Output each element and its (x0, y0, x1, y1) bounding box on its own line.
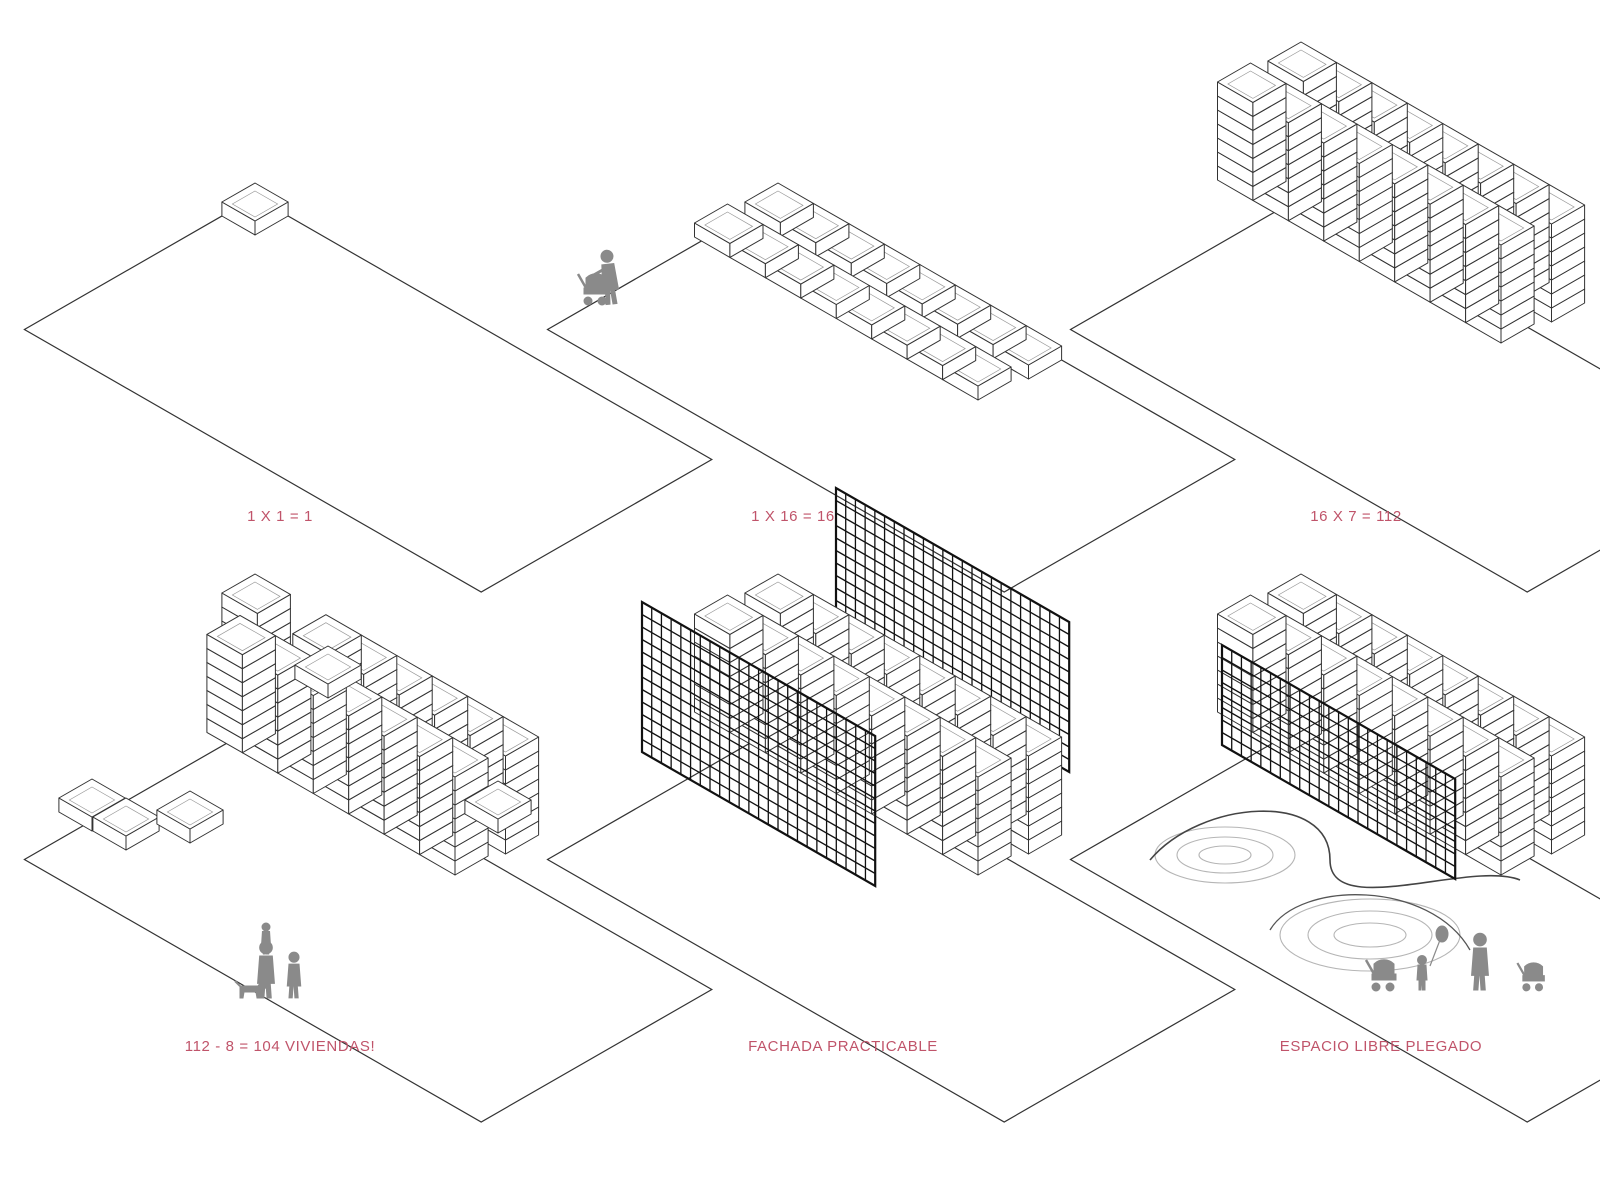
panel-folded-open-space (1069, 573, 1600, 1123)
site-plane-2 (546, 196, 1237, 593)
panel-operable-facade (546, 486, 1237, 1123)
person-stroller-icon (576, 248, 621, 307)
facade-lattice-folded (1220, 643, 1457, 881)
site-plane-1 (23, 196, 714, 593)
panel-caption-2: 1 X 16 = 16 (751, 508, 835, 525)
site-plane-6 (1069, 726, 1600, 1123)
panel-caption-6: ESPACIO LIBRE PLEGADO (1279, 1038, 1483, 1055)
site-plane-5 (546, 726, 1237, 1123)
panel-subtracted-units (23, 573, 714, 1123)
panel-caption-3: 16 X 7 = 112 (1310, 508, 1402, 525)
facade-lattice-front (640, 600, 877, 888)
panel-seven-storey-block (1069, 41, 1600, 593)
site-plane-3 (1069, 196, 1600, 593)
panel-one-storey-rows (546, 182, 1237, 593)
family-with-dog-icon (234, 922, 302, 999)
panel-single-unit (23, 182, 714, 593)
panel-caption-4: 112 - 8 = 104 VIVIENDAS! (184, 1038, 376, 1055)
panel-caption-5: FACHADA PRACTICABLE (748, 1038, 938, 1055)
panel-caption-1: 1 X 1 = 1 (247, 508, 313, 525)
parents-children-icon (1364, 925, 1546, 993)
